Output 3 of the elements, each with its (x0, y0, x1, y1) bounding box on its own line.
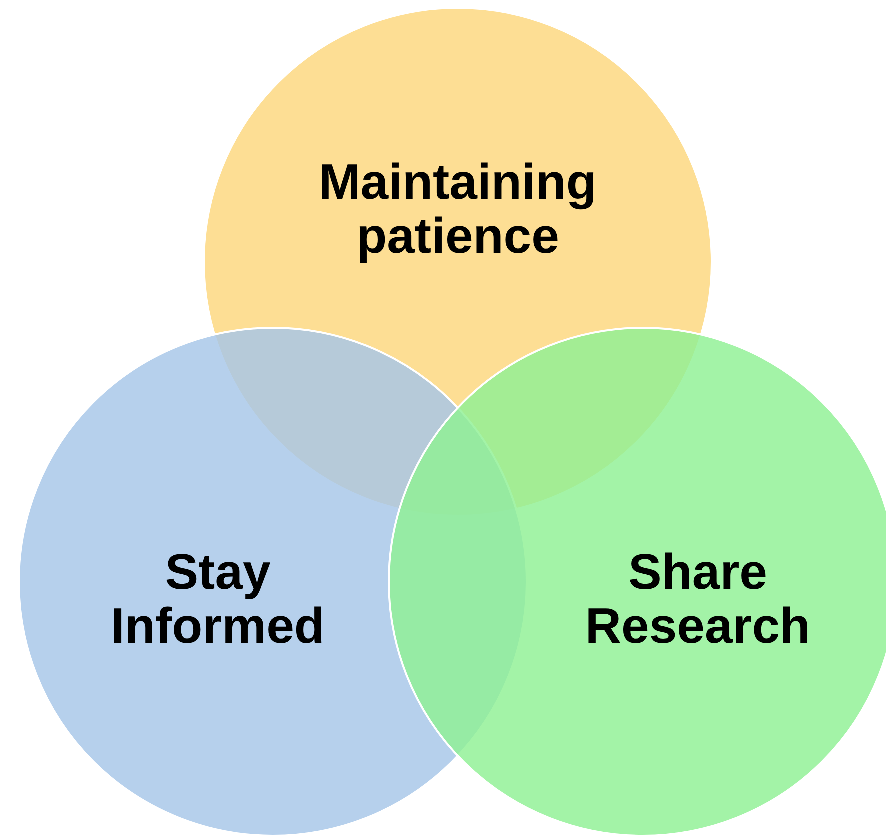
circle-label: Share Research (584, 545, 812, 653)
circle-label: Maintaining patience (318, 155, 598, 263)
circle-label: Stay Informed (110, 545, 326, 653)
